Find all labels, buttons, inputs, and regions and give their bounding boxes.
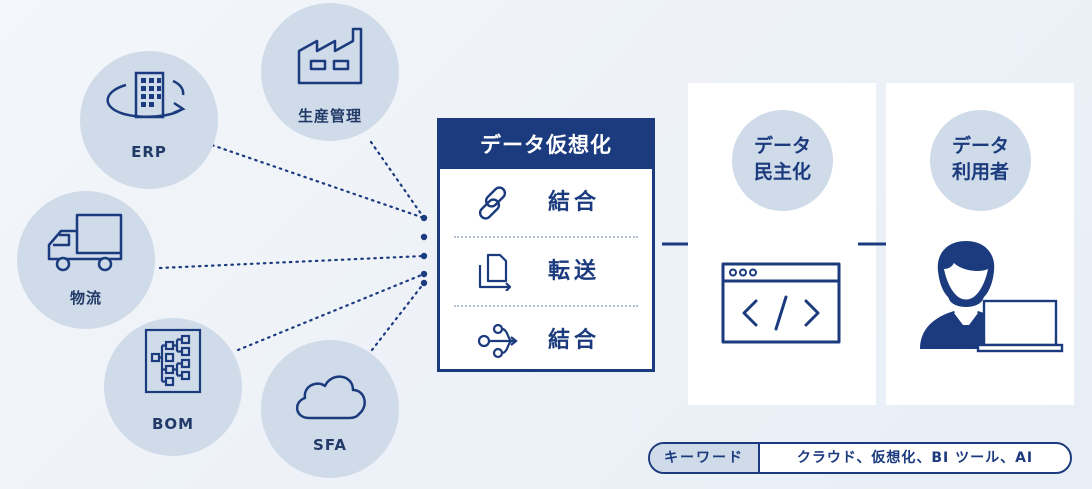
connector-bom [236, 272, 426, 352]
row-divider [454, 236, 638, 238]
source-production: 生産管理 [261, 3, 399, 141]
virtualization-title: データ仮想化 [440, 121, 652, 169]
connector-logistics [158, 254, 426, 270]
data-virtualization-box: データ仮想化 結合 転送 [437, 118, 655, 372]
users-title: データ 利用者 [951, 135, 1009, 183]
cloud-icon [296, 375, 366, 420]
source-label-logistics: 物流 [69, 289, 102, 307]
virtualization-row-transfer: 転送 [440, 238, 652, 305]
tree-structure-icon [144, 328, 202, 394]
connector-erp [204, 141, 426, 220]
panel-data-users: データ 利用者 [886, 83, 1074, 405]
merge-flow-icon [477, 323, 518, 359]
keywords-bar: キーワード クラウド、仮想化、BI ツール、AI [648, 442, 1072, 474]
connector-dot [420, 270, 428, 278]
source-sfa: SFA [261, 340, 399, 478]
user-with-laptop-icon [920, 241, 1064, 353]
row-divider [454, 305, 638, 307]
source-label-production: 生産管理 [297, 107, 362, 125]
code-window-icon [721, 262, 841, 344]
virtualization-row-join: 結合 [440, 169, 652, 236]
truck-icon [47, 213, 123, 272]
keywords-label: キーワード [650, 444, 760, 472]
chain-link-icon [478, 186, 507, 220]
connector-dot [420, 233, 428, 241]
democratization-circle: データ 民主化 [732, 110, 833, 211]
connector-production [369, 140, 426, 220]
factory-icon [297, 27, 363, 85]
connector-dot [420, 252, 428, 260]
virtualization-row-label: 転送 [548, 259, 601, 284]
virtualization-row-label: 結合 [548, 190, 601, 215]
virtualization-row-merge: 結合 [440, 307, 652, 374]
source-label-erp: ERP [131, 143, 167, 161]
users-circle: データ 利用者 [930, 110, 1031, 211]
source-label-bom: BOM [151, 415, 195, 433]
document-transfer-icon [478, 253, 512, 291]
building-cycle-icon [106, 71, 186, 119]
connector-dot [420, 279, 428, 287]
keywords-text: クラウド、仮想化、BI ツール、AI [796, 450, 1034, 466]
source-bom: BOM [104, 318, 242, 456]
connector-sfa [370, 281, 426, 352]
connector-dot [420, 214, 428, 222]
source-erp: ERP [80, 51, 218, 189]
source-label-sfa: SFA [313, 436, 347, 454]
democratization-title: データ 民主化 [753, 135, 811, 183]
source-logistics: 物流 [17, 191, 155, 329]
panel-democratization: データ 民主化 [688, 83, 876, 405]
virtualization-row-label: 結合 [548, 328, 601, 353]
